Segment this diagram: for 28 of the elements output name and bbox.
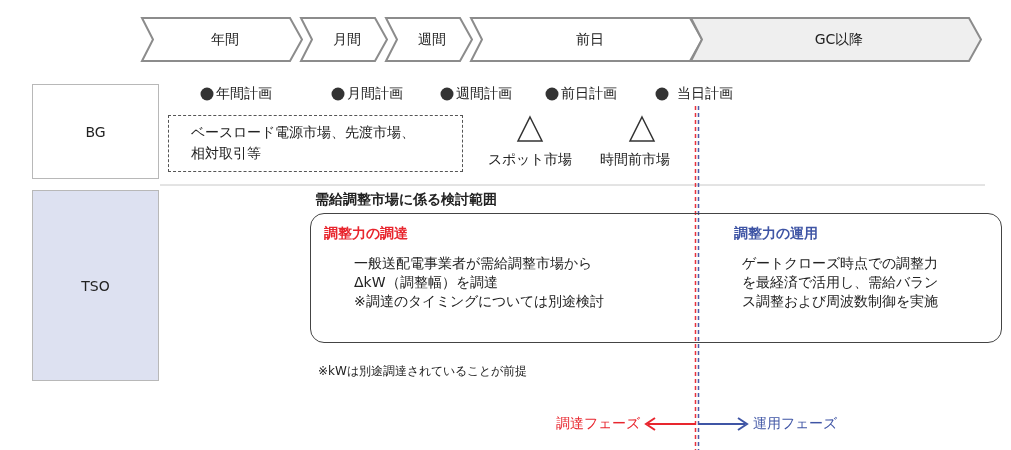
phase-label: GC以降 bbox=[813, 30, 865, 49]
description-text: 一般送配電事業者が需給調整市場からΔkW（調整幅）を調達 bbox=[354, 254, 593, 292]
plan-label: 当日計画 bbox=[677, 84, 733, 103]
phase-label: 前日 bbox=[574, 30, 605, 49]
note-text: ※調達のタイミングについては別途検討 bbox=[354, 292, 605, 311]
section-heading: 調整力の運用 bbox=[734, 224, 818, 243]
footnote-text: ※kWは別途調達されていることが前提 bbox=[318, 363, 527, 380]
market-label: スポット市場 bbox=[488, 150, 572, 169]
phase-label: 月間 bbox=[332, 30, 362, 49]
phase-label: 年間 bbox=[210, 30, 240, 49]
timeline-segment bbox=[690, 17, 982, 62]
phase-label: 調達フェーズ bbox=[556, 414, 640, 433]
row-header: BG bbox=[32, 84, 159, 179]
dashed-box: ベースロード電源市場、先渡市場、相対取引等 bbox=[168, 115, 463, 172]
timeline-segment bbox=[300, 17, 388, 62]
market-label: 時間前市場 bbox=[600, 150, 670, 169]
plan-label: 週間計画 bbox=[456, 84, 512, 103]
timeline-segment bbox=[385, 17, 473, 62]
scope-heading: 需給調整市場に係る検討範囲 bbox=[315, 190, 497, 209]
plan-label: 年間計画 bbox=[216, 84, 272, 103]
timeline-segment bbox=[141, 17, 303, 62]
description-text: ゲートクローズ時点での調整力を最経済で活用し、需給バランス調整および周波数制御を実施 bbox=[742, 254, 939, 311]
phase-label: 運用フェーズ bbox=[753, 414, 837, 433]
phase-label: 週間 bbox=[417, 30, 447, 49]
row-header: TSO bbox=[32, 190, 159, 381]
plan-label: 月間計画 bbox=[347, 84, 403, 103]
section-heading: 調整力の調達 bbox=[324, 224, 408, 243]
plan-label: 前日計画 bbox=[561, 84, 617, 103]
